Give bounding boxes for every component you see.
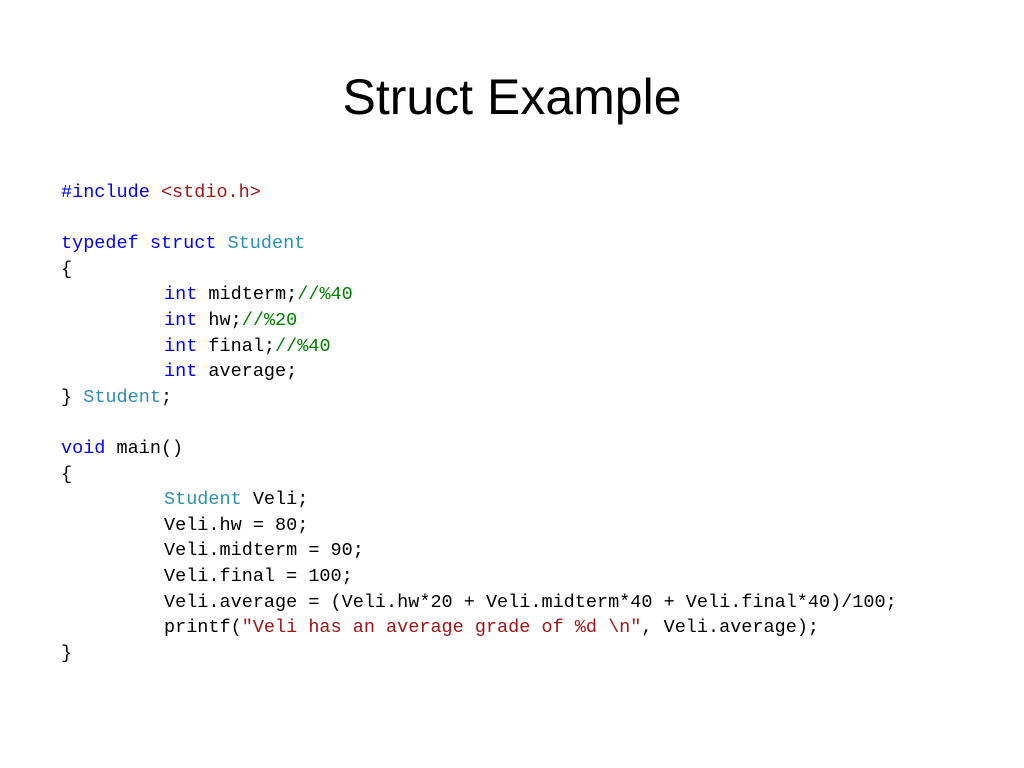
code-line-close-struct: } Student; bbox=[61, 385, 1001, 411]
code-line-field-hw: int hw;//%20 bbox=[61, 308, 1001, 334]
keyword-typedef: typedef bbox=[61, 233, 139, 255]
include-header: <stdio.h> bbox=[160, 182, 261, 203]
field-midterm: midterm; bbox=[208, 284, 298, 306]
comment-final: //%40 bbox=[275, 335, 331, 357]
keyword-int: int bbox=[164, 361, 198, 383]
keyword-struct: struct bbox=[149, 233, 217, 255]
code-line-printf: printf("Veli has an average grade of %d … bbox=[61, 615, 1001, 641]
open-brace: { bbox=[61, 258, 73, 280]
keyword-int: int bbox=[164, 309, 198, 331]
close-brace: } bbox=[61, 642, 73, 664]
code-line-blank bbox=[61, 206, 1001, 232]
code-line-field-final: int final;//%40 bbox=[61, 334, 1001, 360]
code-line-field-average: int average; bbox=[61, 359, 1001, 385]
code-line-include: #include <stdio.h> bbox=[61, 180, 1001, 206]
code-line-open-brace: { bbox=[61, 257, 1001, 283]
type-student: Student bbox=[164, 489, 242, 511]
code-line-open-brace: { bbox=[61, 462, 1001, 488]
keyword-int: int bbox=[164, 335, 198, 357]
code-line-field-midterm: int midterm;//%40 bbox=[61, 282, 1001, 308]
open-brace: { bbox=[61, 463, 73, 485]
code-line-assign-final: Veli.final = 100; bbox=[61, 564, 1001, 590]
field-final: final; bbox=[208, 335, 276, 357]
close-brace: } bbox=[61, 386, 73, 408]
comment-midterm: //%40 bbox=[297, 284, 353, 306]
keyword-void: void bbox=[61, 437, 106, 459]
code-line-assign-midterm: Veli.midterm = 90; bbox=[61, 538, 1001, 564]
field-average: average; bbox=[208, 361, 298, 383]
decl-veli: Veli; bbox=[252, 489, 309, 511]
semicolon: ; bbox=[160, 386, 173, 408]
code-line-close-main: } bbox=[61, 641, 1001, 667]
field-hw: hw; bbox=[208, 309, 242, 331]
code-block: #include <stdio.h> typedef struct Studen… bbox=[61, 180, 1001, 666]
assign-midterm: Veli.midterm = 90; bbox=[164, 540, 364, 562]
printf-open: printf( bbox=[164, 617, 242, 639]
code-line-main: void main() bbox=[61, 436, 1001, 462]
code-line-assign-hw: Veli.hw = 80; bbox=[61, 513, 1001, 539]
keyword-int: int bbox=[164, 284, 198, 306]
assign-hw: Veli.hw = 80; bbox=[164, 514, 309, 536]
include-directive: #include bbox=[61, 182, 150, 203]
slide-title: Struct Example bbox=[342, 69, 682, 125]
code-line-typedef: typedef struct Student bbox=[61, 231, 1001, 257]
code-line-assign-average: Veli.average = (Veli.hw*20 + Veli.midter… bbox=[61, 590, 1001, 616]
printf-string: "Veli has an average grade of %d \n" bbox=[241, 617, 642, 639]
code-line-blank bbox=[61, 410, 1001, 436]
type-student: Student bbox=[227, 233, 306, 255]
printf-args: , Veli.average); bbox=[641, 617, 820, 639]
assign-final: Veli.final = 100; bbox=[164, 565, 353, 587]
comment-hw: //%20 bbox=[241, 309, 298, 331]
main-signature: main() bbox=[116, 437, 184, 459]
code-line-decl-veli: Student Veli; bbox=[61, 487, 1001, 513]
type-student: Student bbox=[83, 386, 161, 408]
assign-average: Veli.average = (Veli.hw*20 + Veli.midter… bbox=[164, 591, 897, 613]
